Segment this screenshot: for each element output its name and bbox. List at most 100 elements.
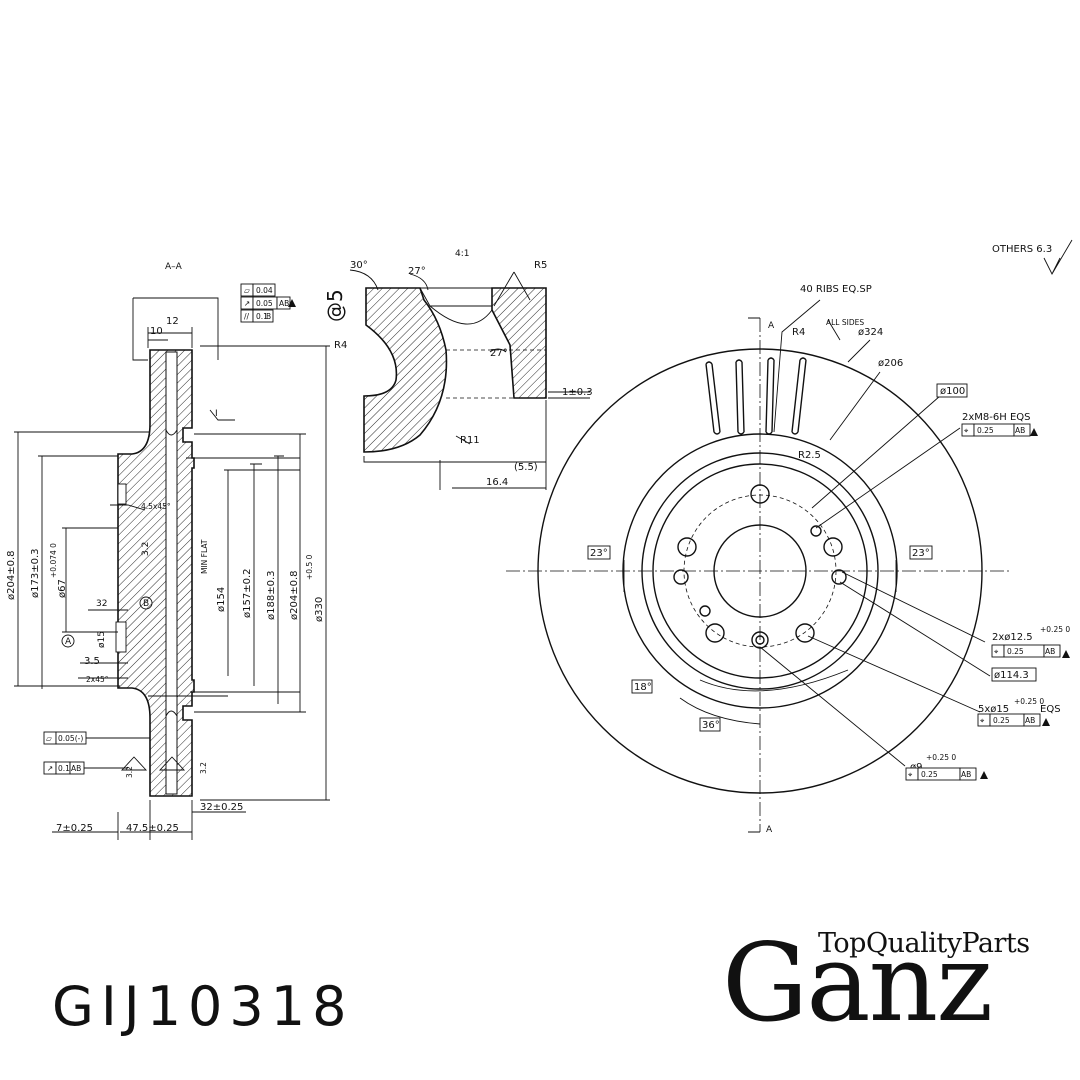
angle-30: 30° [350,260,368,271]
dim-dia-114-3: ø114.3 [994,670,1029,681]
dim-dia-67-tol: +0.074 0 [49,543,58,578]
angle-36: 36° [702,720,720,731]
datum-b: B [143,599,149,609]
datum-a: A [65,637,72,647]
thread-m8-note: 2xM8-6H EQS [962,412,1030,423]
hole-15-datum: AB [1025,716,1035,725]
dim-7: 7±0.25 [56,823,93,834]
tol-bottom-flatness: 0.05(-) [58,734,83,743]
dim-dia-188: ø188±0.3 [266,571,277,621]
dim-dia-324: ø324 [858,327,883,338]
svg-text:⌖: ⌖ [994,647,999,656]
tol-datum-ab: AB [279,299,289,308]
angle-23-right: 23° [912,548,930,559]
dim-r4: R4 [334,340,347,351]
tol-bottom-datum: AB [71,764,81,773]
brand-tagline: TopQualityParts [818,928,1030,959]
face-view: OTHERS 6.3 A A [506,239,1073,835]
brand-name: Ganz [722,921,993,1046]
dim-12: 12 [166,316,179,327]
svg-text:⌖: ⌖ [964,426,969,435]
thread-m8-datum: AB [1015,426,1025,435]
ribs-note: 40 RIBS EQ.SP [800,284,872,295]
angle-18: 18° [634,682,652,693]
tolerance-frame-top: ▱ ↗ // 0.04 0.05 AB 0.1 B [240,283,296,323]
surface-note: OTHERS 6.3 [992,244,1052,255]
dim-dia-154: ø154 [216,587,227,612]
section-label: A–A [165,262,183,272]
dim-dia-67: ø67 [57,579,68,598]
dim-32-bottom: 32±0.25 [200,802,243,813]
surface-3-2-b: 3.2 [199,762,208,774]
dim-47-5: 47.5±0.25 [126,823,179,834]
dim-dia-204-left: ø204±0.8 [6,551,17,601]
dim-dia-15: ø15 [97,631,107,648]
hole-15-pos: 0.25 [993,716,1010,725]
hole-15-eqs: EQS [1040,704,1061,715]
dim-dia-206: ø206 [878,358,903,369]
surface-3-2-a: 3.2 [125,766,134,778]
svg-text:▱: ▱ [244,286,250,295]
all-sides-note: ALL SIDES [826,318,864,327]
tol-datum-b: B [266,312,271,321]
disc-outer-edge [537,348,983,794]
part-number: GIJ10318 [52,975,354,1038]
dim-1: 1±0.3 [562,387,593,398]
tol-runout: 0.05 [256,299,273,308]
rib-profile-left [363,287,448,453]
min-flat-note: MIN FLAT [200,539,209,574]
svg-text://: // [244,312,250,321]
thread-m8-tol: 0.25 [977,426,994,435]
hole-12-5-tol: +0.25 0 [1040,625,1070,634]
hole-9-pos: 0.25 [921,770,938,779]
dim-3-5: 3.5 [84,656,100,667]
dim-dia-330-tol: +0.5 0 [305,554,314,580]
rotation-5: @5 [323,289,347,322]
rib-profile-right [491,287,547,399]
svg-text:⌖: ⌖ [980,716,985,725]
svg-text:▱: ▱ [46,734,52,743]
brand-logo: Ganz TopQualityParts [722,920,1042,1040]
dim-dia-173: ø173±0.3 [30,549,41,599]
section-arrow-a-top: A [768,321,775,331]
svg-text:↗: ↗ [244,299,250,308]
radius-5: R5 [534,260,547,271]
radius-11: R11 [460,435,480,446]
dim-dia-100: ø100 [940,386,965,397]
hole-15-tol: +0.25 0 [1014,697,1044,706]
angle-23-left: 23° [590,548,608,559]
dim-16-4: 16.4 [486,477,508,488]
hole-15-note: 5xø15 [978,704,1009,715]
hole-9-tol: +0.25 0 [926,753,956,762]
rib-detail: 4:1 @5 30° 27° R5 27° R11 1±0.3 (5.5) 16… [323,249,593,490]
cooling-ribs [705,357,807,435]
section-arrow-a-bottom: A [766,825,773,835]
rib-radius-4: R4 [792,327,805,338]
hole-9-note: ø9 [910,762,922,773]
tol-parallel: 0.1 [256,312,268,321]
tol-bottom-runout: 0.1 [58,764,70,773]
dim-5-5: (5.5) [514,462,538,473]
svg-text:↗: ↗ [47,764,53,773]
dim-32: 32 [96,599,107,609]
hole-12-5-note: 2xø12.5 [992,632,1033,643]
center-bore [713,524,807,618]
hole-12-5-datum: AB [1045,647,1055,656]
angle-27-top: 27° [408,266,426,277]
surface-3-2: 3.2 [141,542,151,556]
section-view: A–A 12 10 R4 I [6,262,347,840]
dim-dia-330: ø330 [314,597,325,622]
disc-section [117,349,195,797]
dim-dia-157: ø157±0.2 [242,569,253,619]
radius-2-5: R2.5 [798,450,821,461]
hole-12-5-pos: 0.25 [1007,647,1024,656]
dim-dia-204-right: ø204±0.8 [289,571,300,621]
tol-flatness: 0.04 [256,286,273,295]
section-marker-i: I [215,409,218,419]
bolt-holes [673,484,847,649]
dim-10: 10 [150,326,163,337]
svg-text:⌖: ⌖ [908,770,913,779]
hole-9-datum: AB [961,770,971,779]
angle-27-mid: 27° [490,348,508,359]
